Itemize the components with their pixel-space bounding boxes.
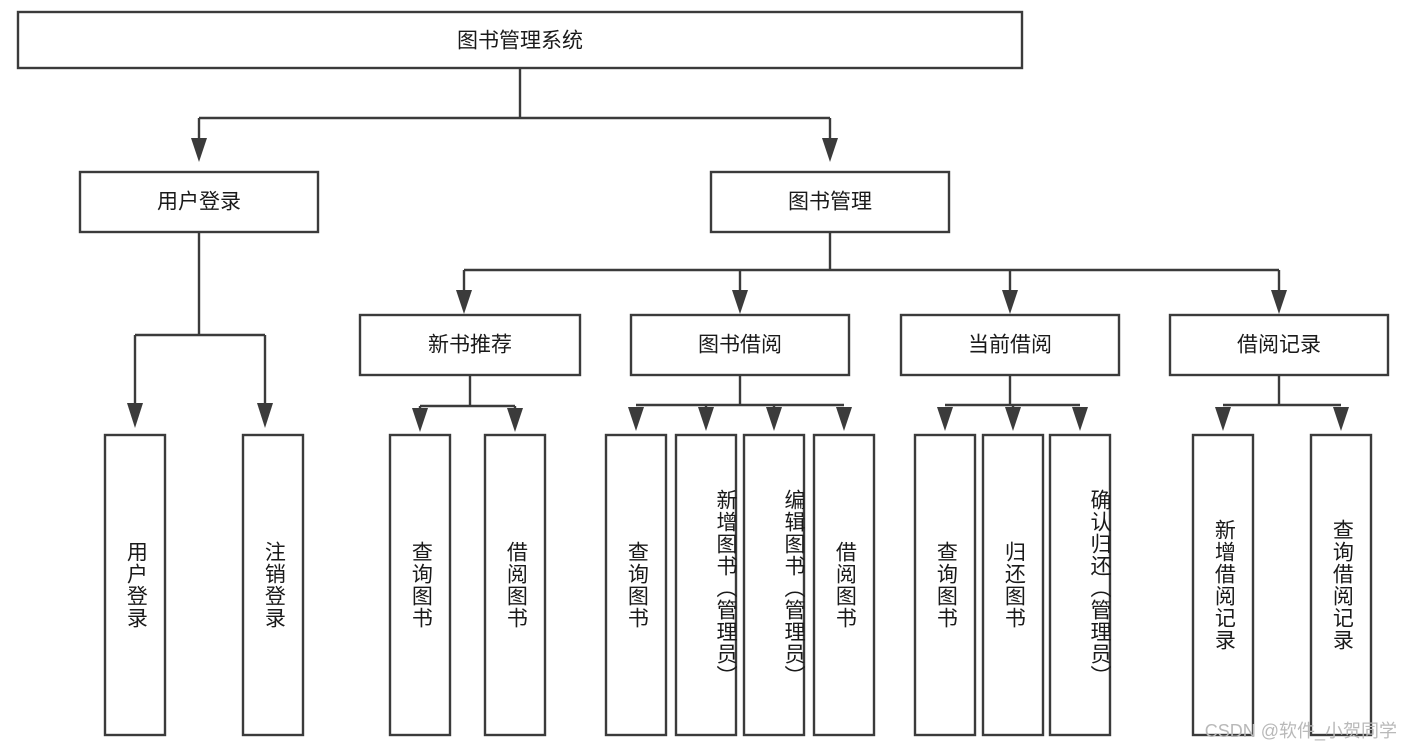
arrow-to-leaf-borrow-book-2 (836, 407, 852, 431)
node-new-book-recommend[interactable]: 新书推荐 (358, 313, 582, 377)
connector-group-new-book (412, 375, 523, 432)
node-root-label: 图书管理系统 (457, 30, 583, 53)
node-book-borrow-box[interactable] (629, 313, 851, 377)
leaf-box-query-book-1[interactable] (388, 433, 452, 737)
node-book-management-box[interactable] (709, 170, 951, 234)
arrow-to-leaf-user-logout (257, 403, 273, 428)
node-book-borrow[interactable]: 图书借阅 (629, 313, 851, 377)
leaf-box-confirm-return[interactable] (1048, 433, 1112, 737)
connector-group-borrow-record (1215, 375, 1349, 431)
node-book-borrow-label: 图书借阅 (698, 334, 782, 357)
arrow-to-leaf-confirm-return (1072, 407, 1088, 431)
node-user-login-box[interactable] (78, 170, 320, 234)
leaf-box-return-book[interactable] (981, 433, 1045, 737)
leaf-box-add-record[interactable] (1191, 433, 1255, 737)
leaf-box-borrow-book-1[interactable] (483, 433, 547, 737)
arrow-to-leaf-user-login (127, 403, 143, 428)
arrow-to-book-mgmt (822, 138, 838, 162)
node-user-login-label: 用户登录 (157, 191, 241, 214)
node-current-borrow-box[interactable] (899, 313, 1121, 377)
leaf-box-user-login[interactable] (103, 433, 167, 737)
node-borrow-record[interactable]: 借阅记录 (1168, 313, 1390, 377)
arrow-to-leaf-edit-book (766, 407, 782, 431)
csdn-watermark: CSDN @软件_小贺同学 (1204, 721, 1397, 741)
leaf-box-add-book[interactable] (674, 433, 738, 737)
node-book-management[interactable]: 图书管理 (709, 170, 951, 234)
leaf-box-edit-book[interactable] (742, 433, 806, 737)
node-user-login[interactable]: 用户登录 (78, 170, 320, 234)
arrow-to-leaf-query-book-1 (412, 408, 428, 432)
connector-group-user-login (127, 232, 273, 428)
node-new-book-recommend-box[interactable] (358, 313, 582, 377)
arrow-to-leaf-return-book (1005, 407, 1021, 431)
arrow-to-book-borrow (732, 290, 748, 314)
connector-group-book-borrow (628, 375, 852, 431)
leaf-box-query-book-3[interactable] (913, 433, 977, 737)
leaf-box-group (103, 433, 1373, 737)
leaf-box-user-logout[interactable] (241, 433, 305, 737)
arrow-to-leaf-query-book-2 (628, 407, 644, 431)
arrow-to-new-book-recommend (456, 290, 472, 314)
arrow-to-user-login (191, 138, 207, 162)
node-book-management-label: 图书管理 (788, 191, 872, 214)
arrow-to-leaf-query-record (1333, 407, 1349, 431)
arrow-to-borrow-record (1271, 290, 1287, 314)
arrow-to-leaf-add-record (1215, 407, 1231, 431)
node-root-box[interactable] (16, 10, 1024, 70)
arrow-to-current-borrow (1002, 290, 1018, 314)
connector-group-book-mgmt (456, 232, 1287, 314)
arrow-to-leaf-add-book (698, 407, 714, 431)
connector-group-current-borrow (937, 375, 1088, 431)
arrow-to-leaf-query-book-3 (937, 407, 953, 431)
leaf-box-query-book-2[interactable] (604, 433, 668, 737)
node-current-borrow-label: 当前借阅 (968, 334, 1052, 357)
node-borrow-record-box[interactable] (1168, 313, 1390, 377)
node-root[interactable]: 图书管理系统 (16, 10, 1024, 70)
leaf-box-query-record[interactable] (1309, 433, 1373, 737)
leaf-box-borrow-book-2[interactable] (812, 433, 876, 737)
node-current-borrow[interactable]: 当前借阅 (899, 313, 1121, 377)
connector-group-root (191, 68, 838, 162)
node-new-book-recommend-label: 新书推荐 (428, 334, 512, 357)
arrow-to-leaf-borrow-book-1 (507, 408, 523, 432)
node-borrow-record-label: 借阅记录 (1237, 334, 1321, 357)
